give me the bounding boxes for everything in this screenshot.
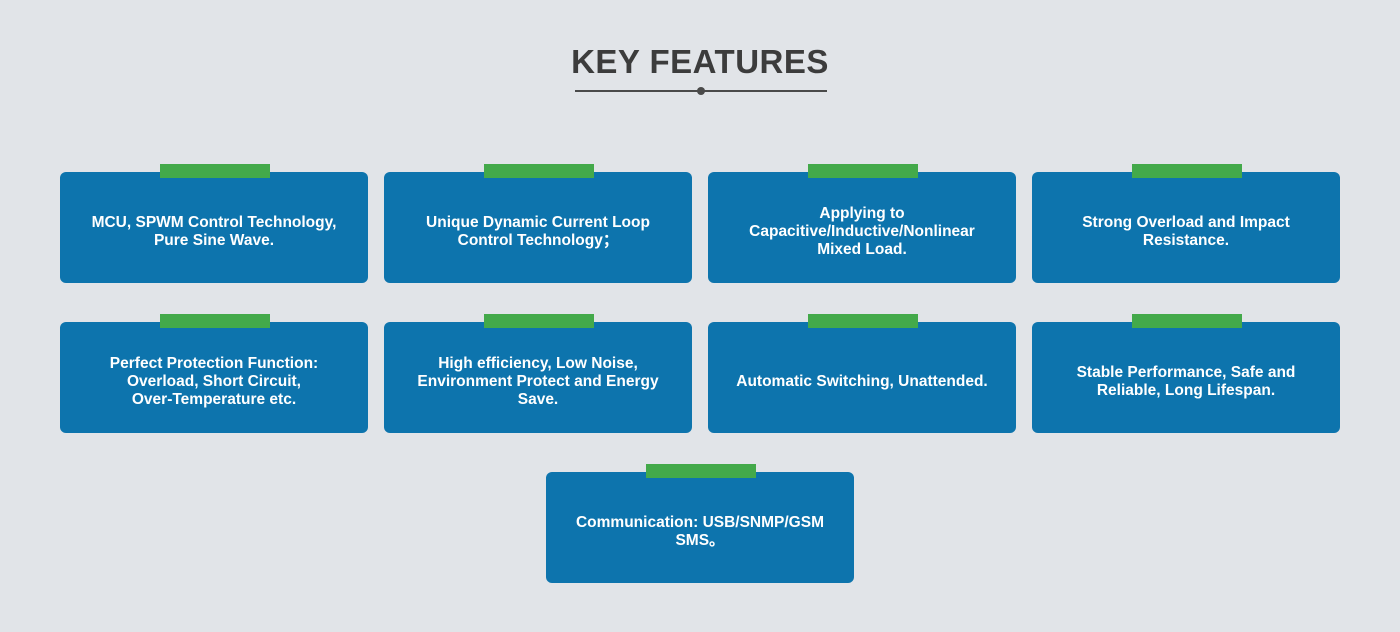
feature-card-efficiency: High efficiency, Low Noise,Environment P…: [384, 314, 692, 433]
page-title: KEY FEATURES: [571, 43, 829, 80]
feature-card-text: Automatic Switching, Unattended.: [736, 372, 988, 390]
feature-card-control-technology: MCU, SPWM Control Technology,Pure Sine W…: [60, 164, 368, 283]
feature-card-tab: [808, 314, 918, 328]
feature-card-tab: [160, 314, 270, 328]
page-header: KEY FEATURES: [0, 40, 1400, 84]
feature-card-text: Perfect Protection Function:Overload, Sh…: [109, 354, 319, 408]
feature-card-tab: [808, 164, 918, 178]
feature-card-text: MCU, SPWM Control Technology,Pure Sine W…: [91, 213, 337, 249]
feature-card-tab: [484, 314, 594, 328]
feature-card-protection: Perfect Protection Function:Overload, Sh…: [60, 314, 368, 433]
feature-card-tab: [160, 164, 270, 178]
feature-card-automatic-switching: Automatic Switching, Unattended.: [708, 314, 1016, 433]
feature-card-tab: [484, 164, 594, 178]
feature-card-tab: [1132, 164, 1242, 178]
feature-card-tab: [646, 464, 756, 478]
title-underline-dot: [697, 87, 705, 95]
feature-card-tab: [1132, 314, 1242, 328]
feature-card-text: High efficiency, Low Noise,Environment P…: [417, 354, 659, 408]
